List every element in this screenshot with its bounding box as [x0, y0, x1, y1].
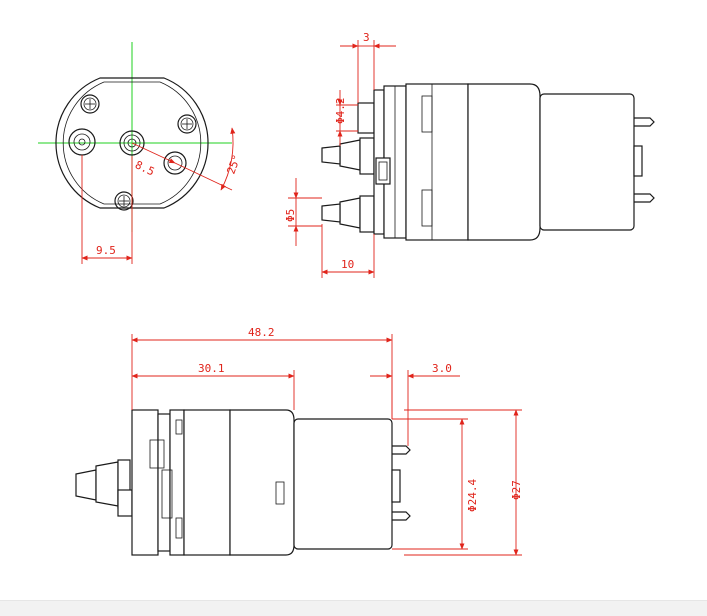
dim-diameter-barb: Φ5: [284, 209, 297, 222]
dim-motor-diameter: Φ24.4: [466, 479, 479, 512]
dim-overall-length: 48.2: [248, 326, 275, 339]
dim-diameter-small: Φ4.2: [334, 98, 347, 125]
outlet-port: [163, 151, 187, 175]
dim-spacing-top: 3: [363, 31, 370, 44]
dim-offset-horizontal: 9.5: [96, 244, 116, 257]
dim-body-length: 30.1: [198, 362, 225, 375]
front-view: 9.5 8.5 25°: [38, 42, 243, 264]
screw-icon: [114, 191, 134, 211]
inlet-port: [68, 128, 96, 156]
dim-barb-length: 10: [341, 258, 354, 271]
bottom-bar: [0, 600, 707, 616]
center-port: [119, 130, 145, 156]
screw-icon: [177, 114, 197, 134]
front-body-outline: [55, 77, 209, 209]
bottom-view: 48.2 30.1 3.0 Φ24.4 Φ27: [75, 326, 523, 556]
dim-terminal: 3.0: [432, 362, 452, 375]
side-view: 3 Φ4.2 Φ5 10: [284, 31, 655, 278]
screw-icon: [80, 94, 100, 114]
dim-body-diameter: Φ27: [510, 480, 523, 500]
dim-radius: 8.5: [133, 158, 157, 178]
dim-angle: 25°: [224, 153, 243, 176]
